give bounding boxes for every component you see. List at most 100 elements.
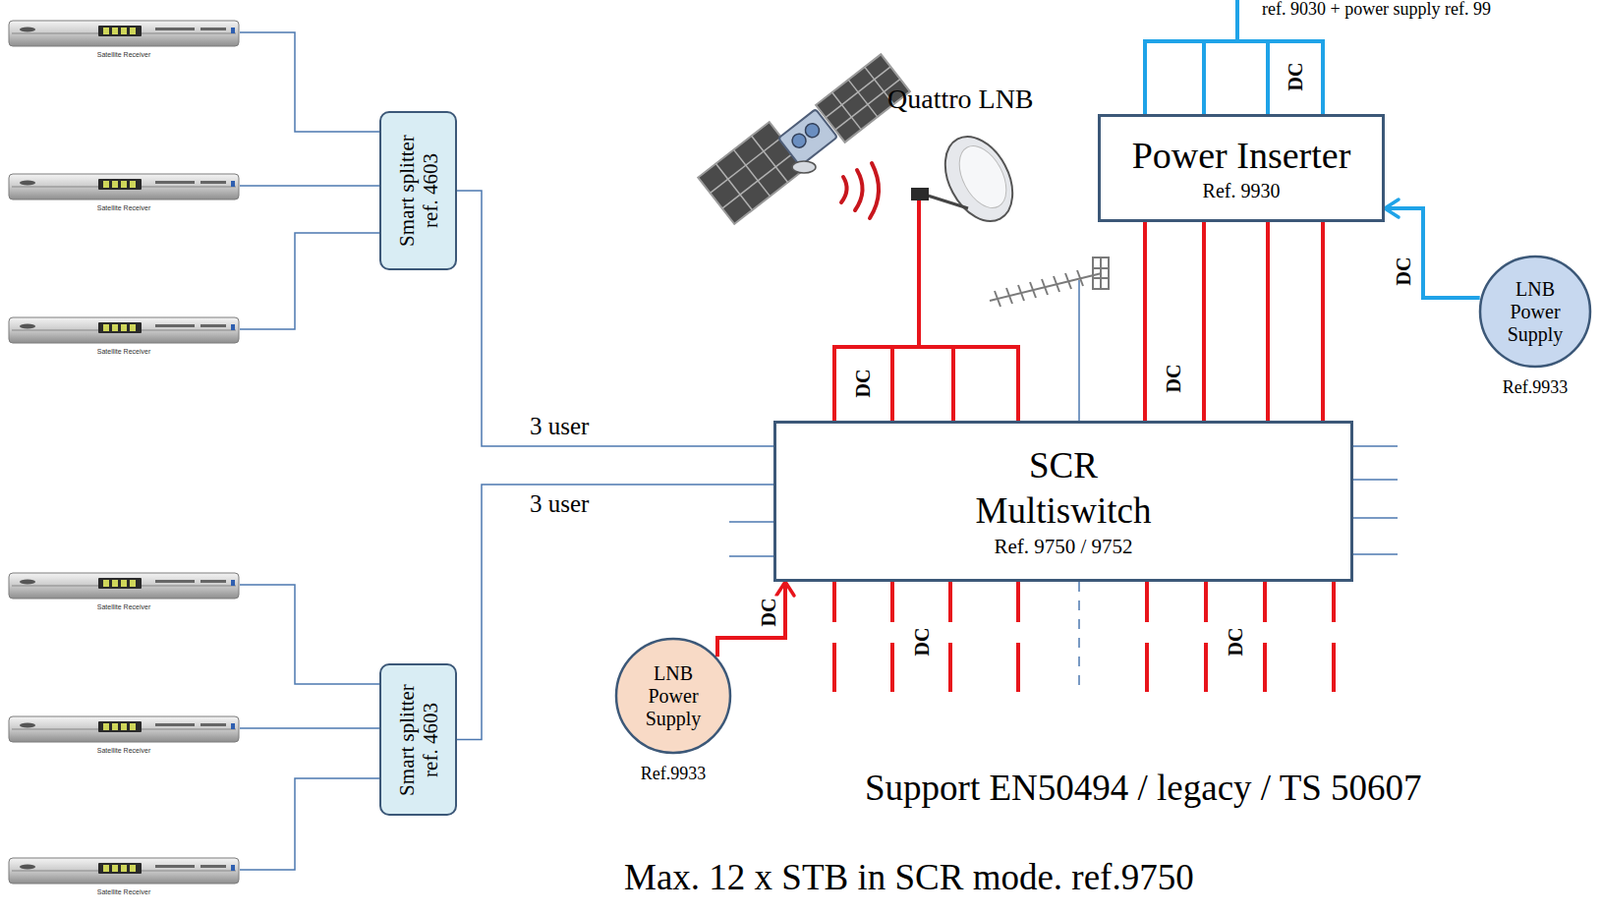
- output-stubs-part: [1353, 478, 1398, 481]
- dish-antenna-part: [927, 195, 969, 209]
- solar-panel-part: [734, 149, 771, 196]
- cascade-output-cables-part: [890, 581, 895, 623]
- display-digit: [112, 180, 118, 188]
- lnb-cables-part: [832, 346, 837, 421]
- connector-line: [239, 727, 380, 730]
- power-supply-circle: LNB Power SupplyRef.9933: [614, 636, 733, 791]
- splitter-text-group: Smart splitter ref. 4603: [394, 673, 442, 807]
- dc-label: DC: [1392, 254, 1415, 287]
- display-digit: [120, 324, 127, 332]
- display-digit: [103, 723, 110, 731]
- solar-panel-part: [710, 137, 782, 194]
- solar-panel-part: [832, 92, 862, 130]
- receiver-slot: [155, 324, 195, 328]
- display-digit: [120, 27, 127, 35]
- power-supply-circle: LNB Power SupplyRef.9933: [1478, 254, 1593, 404]
- receiver-label: Satellite Receiver: [7, 204, 240, 212]
- connector: [239, 232, 380, 330]
- terrestrial-antenna-part: [1041, 279, 1048, 295]
- display-digit: [103, 864, 110, 872]
- box-title: SCR Multiswitch: [945, 443, 1182, 535]
- terrestrial-antenna-part: [1018, 285, 1025, 301]
- capacity-note: Max. 12 x STB in SCR mode. ref.9750: [624, 857, 1195, 899]
- connector-line: [717, 581, 786, 657]
- lnb-label: Quattro LNB: [887, 84, 1034, 115]
- connector-line: [1142, 222, 1147, 421]
- receiver-icon: [7, 570, 240, 602]
- connector: [1144, 222, 1146, 421]
- receiver-icon: [7, 855, 240, 887]
- terrestrial-antenna-part: [1065, 273, 1072, 289]
- dc-label: DC: [1284, 60, 1307, 94]
- receiver-slot: [155, 723, 195, 727]
- receiver-button: [19, 27, 36, 33]
- receiver-button: [19, 579, 36, 585]
- receiver-slot: [155, 864, 195, 868]
- cascade-input-cables-part: [1142, 39, 1325, 44]
- cascade-output-cables-part: [948, 581, 953, 623]
- display-digit: [112, 864, 118, 872]
- display-digit: [112, 27, 118, 35]
- smart-splitter-box: Smart splitter ref. 4603: [379, 111, 458, 271]
- terrestrial-antenna-part: [1077, 270, 1084, 286]
- signal-waves: [841, 163, 879, 219]
- arrow-head: [1384, 199, 1399, 218]
- solar-panel-part: [722, 153, 794, 210]
- connector: [239, 778, 380, 870]
- receiver-display: [98, 862, 142, 874]
- connector: [239, 728, 380, 730]
- arrow-head: [776, 581, 795, 596]
- connector-line: [1201, 222, 1206, 421]
- display-digit: [120, 180, 127, 188]
- receiver-icon: [7, 17, 240, 50]
- cascade-output-cables: [834, 581, 1334, 692]
- satellite-receiver: Satellite Receiver: [7, 171, 240, 221]
- cascade-output-cables-part: [1144, 581, 1149, 623]
- connector-line: [239, 184, 380, 187]
- solar-panel-part: [825, 66, 891, 118]
- receiver-body: [8, 572, 239, 599]
- connector: [457, 190, 774, 447]
- display-digit: [129, 27, 136, 35]
- satellite-receiver: Satellite Receiver: [7, 17, 240, 67]
- cascade-output-cables-part: [1016, 642, 1021, 692]
- display-digit: [120, 723, 127, 731]
- edge-label: 3 user: [527, 490, 591, 518]
- lnb-cables-part: [916, 200, 921, 347]
- receiver-display: [98, 25, 142, 37]
- dc-label: DC: [1224, 626, 1247, 659]
- splitter-label: Smart splitter ref. 4603: [394, 123, 442, 258]
- dc-label: DC: [852, 367, 874, 400]
- lnb-cables: [832, 200, 1021, 421]
- cascade-output-cables-part: [1203, 581, 1208, 623]
- lnb-cables-part: [832, 344, 1021, 349]
- connector-line: [239, 778, 380, 870]
- connector-line: [239, 584, 380, 685]
- connector: [1203, 222, 1205, 421]
- receiver-display: [98, 721, 142, 733]
- receiver-display: [98, 577, 142, 589]
- connector: [1267, 222, 1269, 421]
- receiver-slot: [155, 579, 195, 583]
- receiver-body: [8, 20, 239, 47]
- cascade-input-cables-part: [1265, 41, 1270, 115]
- terrestrial-antenna: [989, 257, 1109, 307]
- dish-antenna: [911, 124, 1027, 232]
- display-digit: [129, 579, 136, 587]
- display-digit: [129, 180, 136, 188]
- terrestrial-output-cable: [1078, 581, 1081, 692]
- box-title: Power Inserter: [1132, 132, 1352, 180]
- receiver-slot: [155, 180, 195, 184]
- receiver-led: [230, 864, 235, 871]
- circle-label: LNB Power Supply: [631, 662, 715, 731]
- receiver-button: [19, 723, 36, 729]
- receiver-led: [230, 324, 235, 331]
- receiver-display: [98, 322, 142, 334]
- receiver-icon: [7, 314, 240, 346]
- receiver-button: [19, 864, 36, 870]
- cascade-input-cables-part: [1142, 41, 1147, 115]
- receiver-label: Satellite Receiver: [7, 746, 240, 754]
- signal-waves-part: [855, 170, 863, 211]
- multiswitch-box: SCR MultiswitchRef. 9750 / 9752: [773, 420, 1354, 582]
